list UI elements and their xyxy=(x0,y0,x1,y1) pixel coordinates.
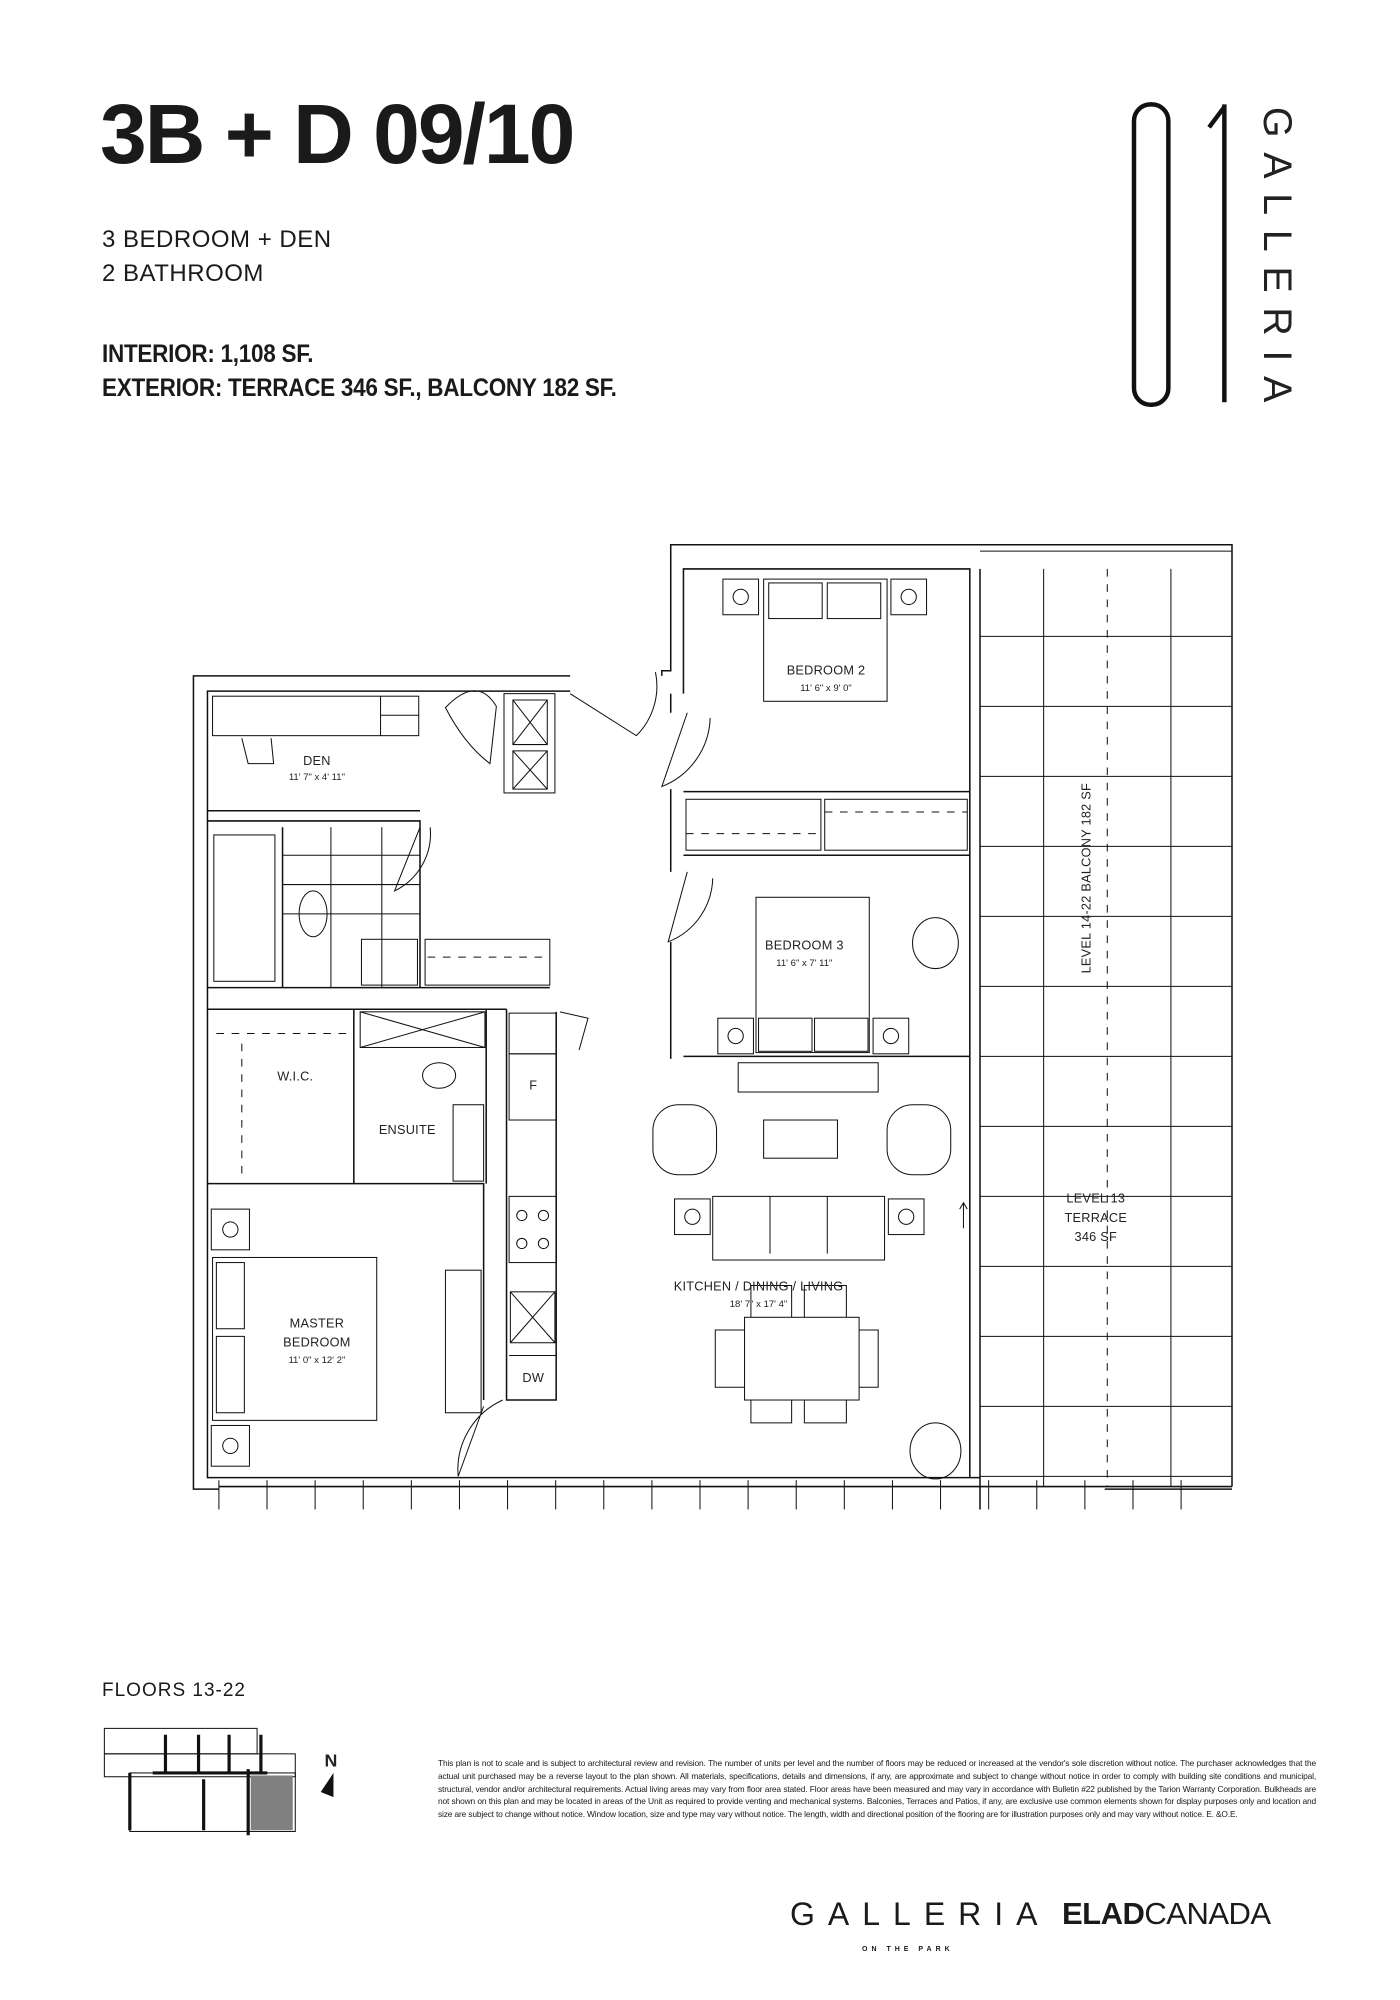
master-furniture xyxy=(210,1208,482,1467)
living-dims: 18' 7" x 17' 4" xyxy=(730,1299,788,1310)
balcony-label: LEVEL 14-22 BALCONY 182 SF xyxy=(1079,783,1094,973)
disclaimer-text: This plan is not to scale and is subject… xyxy=(438,1758,1316,1820)
galleria-footer-logo: GALLERIA xyxy=(790,1896,1051,1932)
galleria-footer-tagline: ON THE PARK xyxy=(862,1946,954,1953)
master-label-2: BEDROOM xyxy=(283,1335,351,1350)
exterior-walls xyxy=(192,543,1233,1510)
dishwasher-label: DW xyxy=(522,1370,544,1385)
galleria-01-logo: GALLERIA xyxy=(1131,102,1299,417)
den-dims: 11' 7" x 4' 11" xyxy=(289,772,345,783)
interior-walls xyxy=(207,671,970,1477)
unit-type: 3 BEDROOM + DEN xyxy=(102,226,332,253)
elad-light: CANADA xyxy=(1144,1896,1271,1931)
logo-name: GALLERIA xyxy=(1255,107,1299,417)
key-plan: N xyxy=(103,1727,338,1836)
den-label: DEN xyxy=(303,753,331,768)
living-label: KITCHEN / DINING / LIVING xyxy=(674,1279,844,1294)
bedroom2-label: BEDROOM 2 xyxy=(787,663,866,678)
living-furniture xyxy=(652,1062,968,1480)
terrace-label-1: LEVEL 13 xyxy=(1066,1191,1125,1206)
north-arrow-icon xyxy=(320,1772,334,1798)
bathroom-fixtures xyxy=(213,827,557,1356)
bedroom3-dims: 11' 6" x 7' 11" xyxy=(776,958,832,969)
floors-label: FLOORS 13-22 xyxy=(102,1680,246,1701)
interior-area: INTERIOR: 1,108 SF. xyxy=(102,340,314,368)
master-label-1: MASTER xyxy=(290,1315,345,1330)
bedroom2-dims: 11' 6" x 9' 0" xyxy=(800,683,852,694)
exterior-area: EXTERIOR: TERRACE 346 SF., BALCONY 182 S… xyxy=(102,374,617,402)
master-dims: 11' 0" x 12' 2" xyxy=(288,1355,345,1366)
terrace-label-2: TERRACE xyxy=(1065,1210,1128,1225)
bedroom-furniture xyxy=(685,578,968,1055)
bathroom-count: 2 BATHROOM xyxy=(102,260,264,287)
den-furniture xyxy=(212,690,556,794)
terrace-grid xyxy=(980,550,1232,1487)
terrace-label-3: 346 SF xyxy=(1075,1229,1118,1244)
fridge-label: F xyxy=(529,1077,537,1092)
elad-bold: ELAD xyxy=(1062,1896,1145,1931)
unit-highlight xyxy=(250,1775,293,1831)
bedroom3-label: BEDROOM 3 xyxy=(765,937,844,952)
elad-canada-logo: ELADCANADA xyxy=(1062,1896,1271,1932)
north-label: N xyxy=(325,1751,338,1771)
wic-label: W.I.C. xyxy=(277,1069,313,1084)
ensuite-label: ENSUITE xyxy=(379,1122,436,1137)
window-mullions xyxy=(218,1480,1182,1510)
unit-title: 3B + D 09/10 xyxy=(100,87,575,181)
